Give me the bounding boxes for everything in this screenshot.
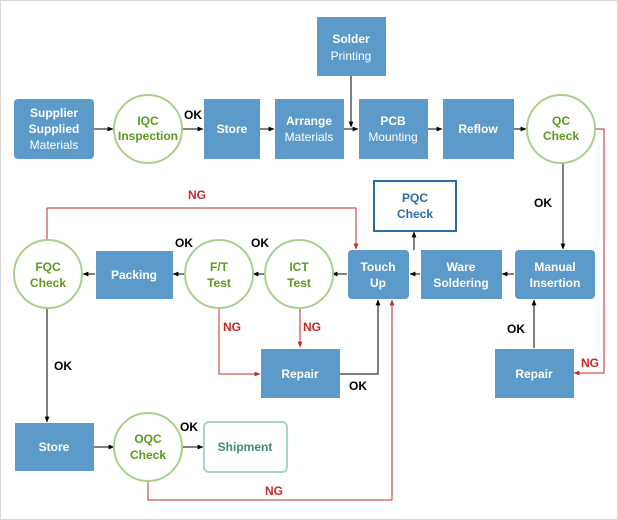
node-label: Store: [217, 122, 248, 136]
ft-test-circle: F/T Test: [184, 239, 254, 309]
supplier-supplied-materials-box: Supplier Supplied Materials: [14, 99, 94, 159]
node-label: PQC: [402, 191, 428, 205]
edge-label-ng: NG: [188, 188, 206, 202]
fqc-check-circle: FQC Check: [13, 239, 83, 309]
edge-label-ok: OK: [251, 236, 269, 250]
store-box: Store: [204, 99, 260, 159]
solder-printing-box: Solder Printing: [317, 17, 386, 76]
node-label: Check: [397, 207, 433, 221]
node-label: ICT: [289, 260, 309, 274]
node-label: Materials: [30, 138, 79, 152]
edge-label-ok: OK: [534, 196, 552, 210]
node-label: Check: [543, 129, 579, 143]
node-label: Ware: [447, 260, 476, 274]
node-label: Materials: [285, 130, 334, 144]
qc-check-circle: QC Check: [526, 94, 596, 164]
repair-box-right: Repair: [495, 349, 574, 398]
node-label: Printing: [331, 49, 372, 63]
edge-label-ok: OK: [180, 420, 198, 434]
repair-to-touch-arrow: [340, 299, 381, 375]
oqc-ng-to-touch-line: [147, 299, 395, 501]
fqc-ng-to-touch-line: [46, 207, 359, 250]
edge-label-ng: NG: [223, 320, 241, 334]
node-label: Check: [30, 276, 66, 290]
node-label: Shipment: [218, 440, 273, 454]
touch-up-box: Touch Up: [348, 250, 409, 299]
ict-test-circle: ICT Test: [264, 239, 334, 309]
node-label: Reflow: [458, 122, 498, 136]
node-label: Manual: [534, 260, 575, 274]
node-label: Inspection: [118, 129, 178, 143]
node-label: Repair: [281, 367, 319, 381]
node-label: Touch: [360, 260, 395, 274]
pqc-check-box: PQC Check: [373, 180, 457, 232]
node-label: Packing: [111, 268, 157, 282]
edge-label-ok: OK: [54, 359, 72, 373]
pcb-mounting-box: PCB Mounting: [359, 99, 428, 159]
node-label: IQC: [137, 114, 159, 128]
shipment-box: Shipment: [203, 421, 288, 473]
edge-label-ng: NG: [303, 320, 321, 334]
node-label: Supplier: [30, 106, 78, 120]
manual-insertion-box: Manual Insertion: [515, 250, 595, 299]
iqc-inspection-circle: IQC Inspection: [113, 94, 183, 164]
edge-label-ok: OK: [184, 108, 202, 122]
node-label: Check: [130, 448, 166, 462]
edge-label-ng: NG: [265, 484, 283, 498]
node-label: F/T: [210, 260, 229, 274]
edge-label-ng: NG: [581, 356, 599, 370]
packing-box: Packing: [96, 251, 173, 299]
edge-label-ok: OK: [507, 322, 525, 336]
store-box-bottom: Store: [15, 423, 94, 471]
edge-label-ok: OK: [175, 236, 193, 250]
node-label: Test: [207, 276, 231, 290]
ng-connectors: [46, 128, 605, 501]
node-label: Repair: [515, 367, 553, 381]
node-label: Store: [39, 440, 70, 454]
reflow-box: Reflow: [443, 99, 514, 159]
node-label: Mounting: [368, 130, 417, 144]
node-label: Solder: [332, 32, 370, 46]
node-label: Soldering: [433, 276, 488, 290]
node-label: FQC: [35, 260, 61, 274]
node-label: QC: [552, 114, 570, 128]
ware-soldering-box: Ware Soldering: [421, 250, 502, 299]
node-label: PCB: [380, 114, 406, 128]
ft-ng-to-repair-line: [218, 308, 261, 377]
node-label: Insertion: [530, 276, 581, 290]
node-label: Up: [370, 276, 386, 290]
arrange-materials-box: Arrange Materials: [275, 99, 344, 159]
node-label: OQC: [134, 432, 162, 446]
edge-label-ok: OK: [349, 379, 367, 393]
repair-box-middle: Repair: [261, 349, 340, 398]
oqc-check-circle: OQC Check: [113, 412, 183, 482]
node-label: Arrange: [286, 114, 332, 128]
qc-ng-to-repair-line: [573, 128, 605, 376]
edge-labels: OK OK NG OK OK OK NG NG NG OK OK OK NG: [54, 108, 599, 498]
ok-connectors: [44, 76, 566, 450]
node-label: Test: [287, 276, 311, 290]
node-label: Supplied: [29, 122, 80, 136]
